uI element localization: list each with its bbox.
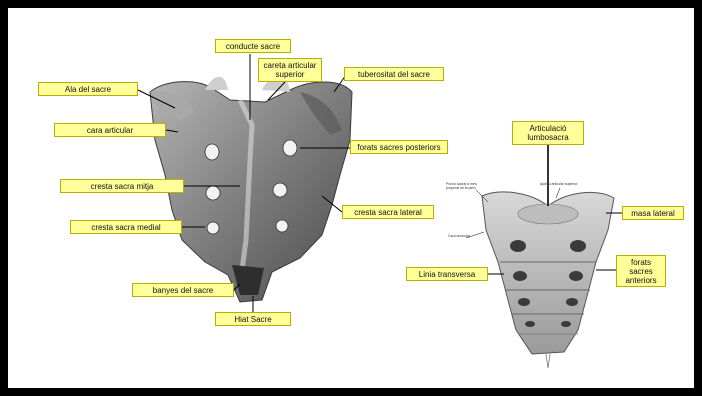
label-forats-sacres-anteriors: forats sacres anteriors (616, 255, 666, 287)
label-conducte-sacre: conducte sacre (215, 39, 291, 53)
label-banyes-del-sacre: banyes del sacre (132, 283, 234, 297)
label-cresta-sacra-medial: cresta sacra medial (70, 220, 182, 234)
label-cresta-sacra-lateral: cresta sacra lateral (342, 205, 434, 219)
label-ala-del-sacre: Ala del sacre (38, 82, 138, 96)
leader-small-right-top (556, 188, 560, 198)
anterior-sacrum-illustration (482, 192, 614, 368)
annotation-apofisi-articular: Apòfisi articular superior (540, 182, 604, 186)
annotation-porcio-sacral: Porció sacral a més properat de la pelvi (446, 182, 490, 190)
label-careta-articular-superior: careta articular superior (258, 58, 322, 82)
label-massa-lateral: masa lateral (622, 206, 684, 220)
label-forats-sacres-posteriors: forats sacres posteriors (350, 140, 448, 154)
label-articulacio-lumbosacra: Articulació lumbosacra (512, 121, 584, 145)
label-hiat-sacre: Hiat Sacre (215, 312, 291, 326)
annotation-cara-auricular: Cara auricular (448, 234, 472, 238)
label-cresta-sacra-mitja: cresta sacra mitja (60, 179, 184, 193)
label-cara-articular: cara articular (54, 123, 166, 137)
label-tuberositat-del-sacre: tuberositat del sacre (344, 67, 444, 81)
label-linia-transversa: Linia transversa (406, 267, 488, 281)
